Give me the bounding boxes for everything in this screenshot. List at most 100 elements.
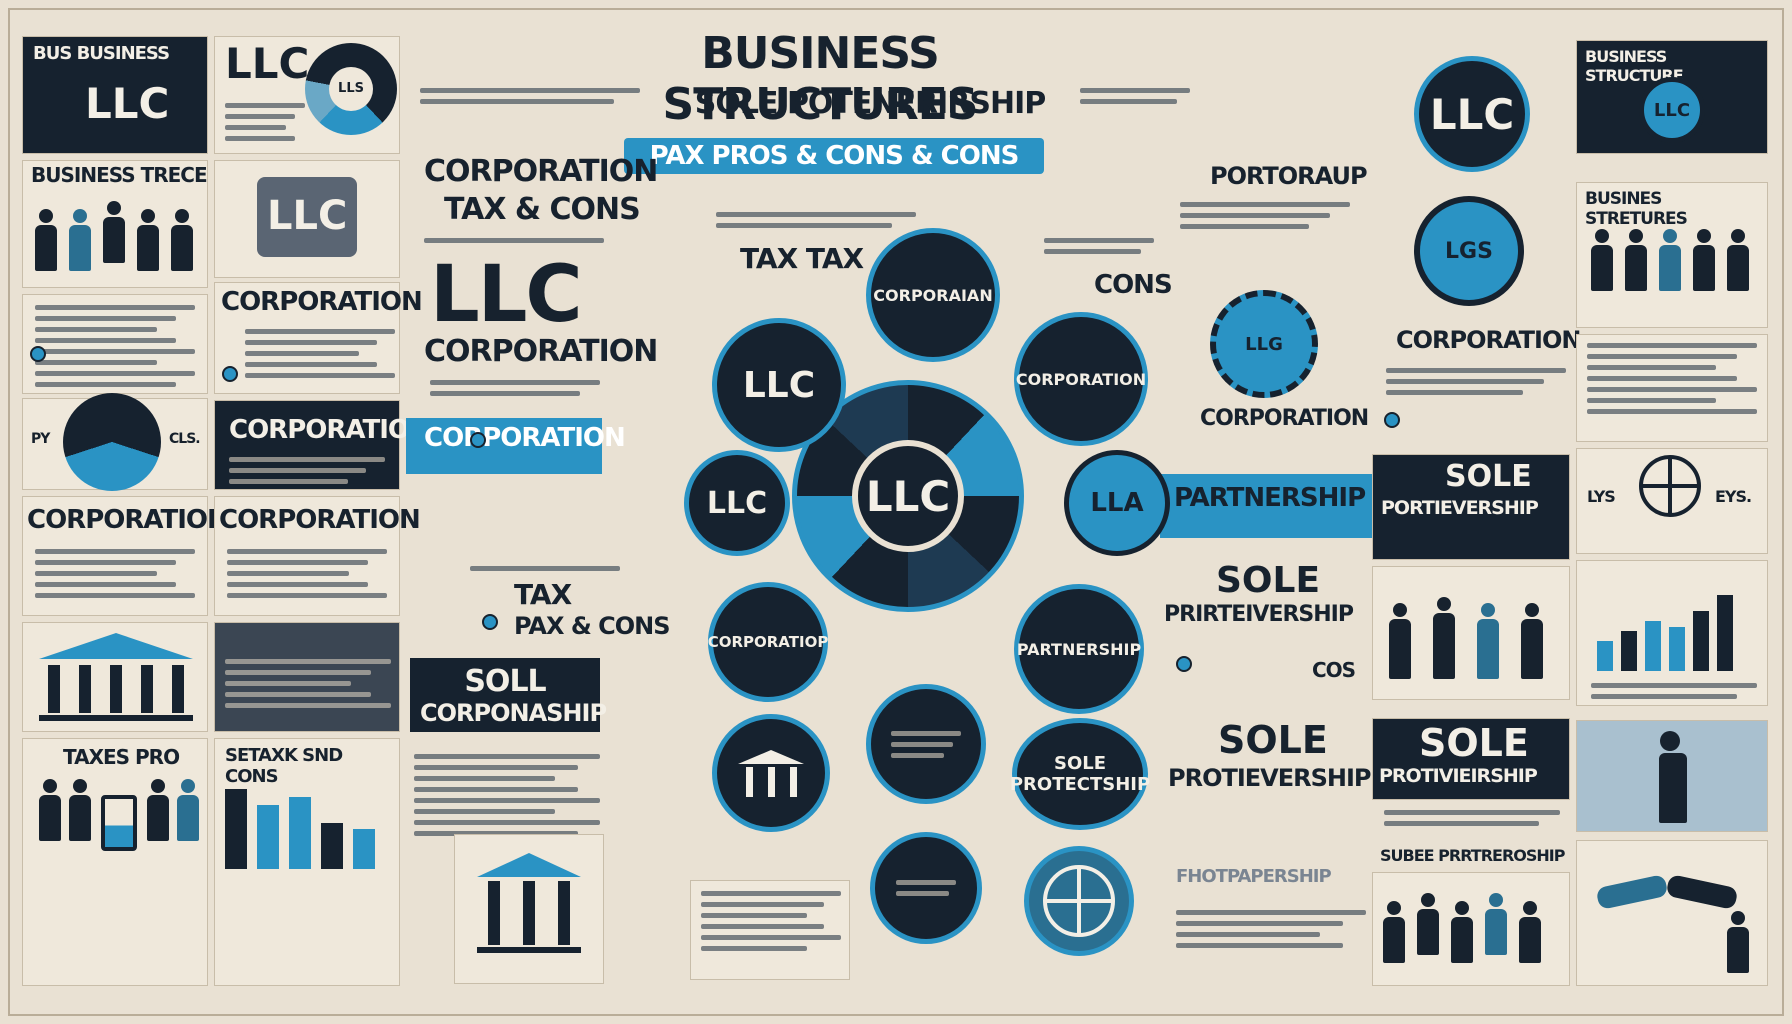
node-bank[interactable] xyxy=(712,714,830,832)
card-llc-title: LLC xyxy=(225,39,310,88)
card-businessman xyxy=(1576,720,1768,832)
card-business-structure: BUSINESS STRUCTURE LLC xyxy=(1576,40,1768,154)
strip-label: CORPORATION xyxy=(424,423,626,453)
person-icon xyxy=(1383,901,1405,963)
person-icon xyxy=(1693,229,1715,291)
node-llc-left[interactable]: LLC xyxy=(684,450,790,556)
center-corporation: CORPORATION xyxy=(424,154,658,189)
card-bus-business: BUS BUSINESS LLC xyxy=(22,36,208,154)
node-sole-protectship[interactable]: SOLE PROTECTSHIP xyxy=(1010,718,1150,830)
cr-sole-2: SOLE xyxy=(1218,718,1328,762)
globe-icon[interactable] xyxy=(1024,846,1134,956)
node-llc[interactable]: LLC xyxy=(712,318,846,452)
pie-center: LLS xyxy=(329,67,373,111)
bar-chart-icon xyxy=(1597,581,1757,671)
node-icon-mid[interactable] xyxy=(866,684,986,804)
page-subtitle: SOLE POTENERIRSHIP xyxy=(694,86,1046,121)
pie-chart-icon: LLS xyxy=(305,43,397,135)
person-icon xyxy=(1625,229,1647,291)
node-label: LLC xyxy=(706,485,768,521)
card-title: CORPORATION xyxy=(221,287,423,317)
info-icon xyxy=(470,432,486,448)
hub-label: LLC xyxy=(865,471,951,521)
partnership-strip: PARTNERSHIP xyxy=(1160,474,1372,526)
soll-label: SOLL xyxy=(464,664,546,699)
node-corporaian[interactable]: CORPORAIAN xyxy=(866,228,1000,362)
card-pie-left: PY CLS. xyxy=(22,393,208,491)
card-title: CORPORATION xyxy=(27,505,229,535)
pax-cons-label: PAX & CONS xyxy=(514,612,670,640)
bank-card-center xyxy=(454,834,604,984)
card-title: BUS BUSINESS xyxy=(33,43,170,64)
node-icon-bottom[interactable] xyxy=(870,832,982,944)
pie-label-left: PY xyxy=(31,431,50,447)
info-icon xyxy=(1384,412,1400,428)
center-tax-cons: TAX & CONS xyxy=(444,192,641,227)
llc-coin-logo[interactable]: LLC xyxy=(1414,56,1530,172)
person-icon xyxy=(69,209,91,271)
card-dark-photo xyxy=(214,622,400,732)
card-taxes-pro: TAXES PRO xyxy=(22,738,208,986)
text-lines xyxy=(424,232,604,249)
node-label: CORPORAIAN xyxy=(873,285,993,305)
bank-icon xyxy=(738,749,804,797)
person-icon xyxy=(1451,901,1473,963)
person-icon xyxy=(1659,731,1687,823)
person-icon xyxy=(147,779,169,841)
center-bottom-card xyxy=(690,880,850,980)
text-lines xyxy=(430,374,600,402)
cr-sole2-sub: PROTIEVERSHIP xyxy=(1168,764,1372,792)
portorap-label: PORTORAUP xyxy=(1210,162,1368,190)
card-corporation-2: CORPORATION xyxy=(22,496,229,616)
card-corporation-1: CORPORATION xyxy=(214,282,423,394)
node-label: CORPORATIOP xyxy=(707,633,829,651)
card-title: SETAXK SND CONS xyxy=(225,745,343,787)
node-label: CORPORATION xyxy=(1015,369,1147,389)
rc-corporation: CORPORATION xyxy=(1396,326,1581,354)
node-label: PARTNERSHIP xyxy=(1016,639,1142,659)
card-title: CORPORATION xyxy=(229,415,431,445)
llg-seal[interactable]: LLG xyxy=(1210,290,1318,398)
node-partnership[interactable]: PARTNERSHIP xyxy=(1014,584,1144,714)
center-hub[interactable]: LLC xyxy=(852,440,964,552)
person-icon xyxy=(1477,603,1499,679)
person-icon xyxy=(103,201,125,263)
card-sole-dark-2: SOLE PROTIVIEIRSHIP xyxy=(1372,718,1570,800)
pros-cons-banner: PAX PROS & CONS & CONS xyxy=(624,138,1044,174)
card-rc-text xyxy=(1576,334,1768,442)
header-text-lines xyxy=(420,82,640,110)
text-lines xyxy=(470,560,620,577)
globe-label-right: EYS. xyxy=(1715,487,1752,506)
card-setax-cons: SETAXK SND CONS xyxy=(214,738,400,986)
card-title: CORPORATION xyxy=(219,505,421,535)
text-lines xyxy=(716,206,916,234)
lgs-seal[interactable]: LGS xyxy=(1414,196,1524,306)
globe-icon xyxy=(1639,455,1701,517)
corporation-strip: CORPORATION xyxy=(406,418,626,474)
bank-icon xyxy=(477,853,581,963)
text-lines xyxy=(1386,362,1566,401)
cr-cos: COS xyxy=(1312,658,1356,682)
node-corporation[interactable]: CORPORATION xyxy=(1014,312,1148,446)
seal-label: LGS xyxy=(1445,238,1493,264)
node-label: LLC xyxy=(742,364,816,406)
cr-sole: SOLE xyxy=(1216,560,1321,601)
info-icon xyxy=(222,366,238,382)
llc-logo-badge: LLC xyxy=(1639,77,1705,143)
node-corporatiop[interactable]: CORPORATIOP xyxy=(708,582,828,702)
coin-label: LLC xyxy=(1429,89,1515,139)
node-lla[interactable]: LLA xyxy=(1064,450,1170,556)
llc-emblem xyxy=(257,177,357,257)
person-icon xyxy=(1433,597,1455,679)
partnership-label: PARTNERSHIP xyxy=(1174,483,1366,513)
person-icon xyxy=(137,209,159,271)
card-people-right xyxy=(1372,566,1570,700)
info-icon xyxy=(1176,656,1192,672)
bar-chart-icon xyxy=(225,779,391,869)
header-text-lines-right xyxy=(1080,82,1190,110)
card-title: SOLE xyxy=(1419,721,1529,765)
seal-label: LLG xyxy=(1245,333,1283,355)
person-icon xyxy=(1485,893,1507,955)
cr-corporation: CORPORATION xyxy=(1200,406,1369,431)
card-corporation-3: CORPORATION xyxy=(214,496,421,616)
